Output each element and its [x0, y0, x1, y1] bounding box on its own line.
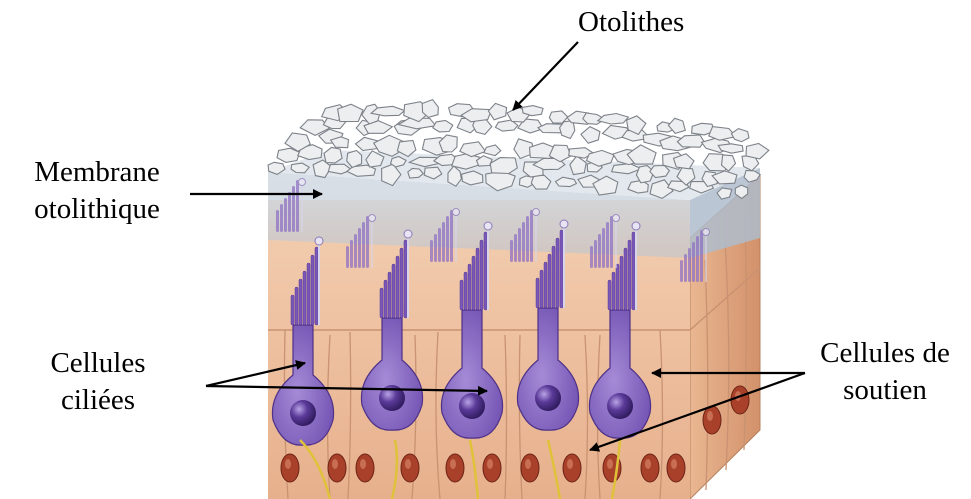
support-cell-nucleus	[483, 454, 501, 482]
hair-cell-nucleus	[290, 400, 316, 426]
support-cell-nucleus	[401, 454, 419, 482]
label-membrane-line2: otolithique	[8, 191, 186, 228]
otolith-crystal	[731, 129, 749, 142]
support-cell-nucleus	[356, 454, 374, 482]
label-otolithes: Otolithes	[578, 4, 684, 41]
label-cellules-soutien: Cellules de soutien	[803, 335, 967, 409]
label-cilies-line2: ciliées	[28, 382, 168, 419]
hair-cell-nucleus	[459, 393, 485, 419]
otolith-crystal	[484, 145, 501, 156]
support-cell-nucleus	[667, 454, 685, 482]
label-soutien-line2: soutien	[803, 372, 967, 409]
support-cell-nucleus	[641, 454, 659, 482]
otolith-crystal	[422, 100, 438, 118]
support-cell-nucleus	[521, 454, 539, 482]
otolith-crystal	[439, 135, 457, 152]
label-cilies-line1: Cellules	[28, 345, 168, 382]
support-cell-nucleus	[446, 454, 464, 482]
label-membrane: Membrane otolithique	[8, 154, 186, 228]
hair-cell-nucleus	[535, 385, 561, 411]
hair-cell-nucleus	[607, 393, 633, 419]
otolith-crystal	[570, 156, 586, 175]
support-cell-nucleus	[328, 454, 346, 482]
otolith-crystal	[433, 120, 453, 131]
support-cell-nucleus	[731, 386, 749, 414]
support-cell-nucleus	[281, 454, 299, 482]
otolith-crystal	[746, 144, 769, 159]
otolith-crystal	[522, 106, 543, 116]
otolith-crystal	[488, 103, 506, 119]
label-cellules-ciliees: Cellules ciliées	[28, 345, 168, 419]
label-membrane-line1: Membrane	[8, 154, 186, 191]
label-soutien-line1: Cellules de	[803, 335, 967, 372]
support-cell-nucleus	[563, 454, 581, 482]
otolith-crystal	[324, 147, 342, 163]
arrow-otolithes	[513, 42, 578, 110]
otolith-crystal	[677, 135, 704, 147]
otolith-crystal	[598, 114, 629, 125]
support-cell-nucleus	[703, 406, 721, 434]
otolith-crystal	[581, 127, 600, 144]
